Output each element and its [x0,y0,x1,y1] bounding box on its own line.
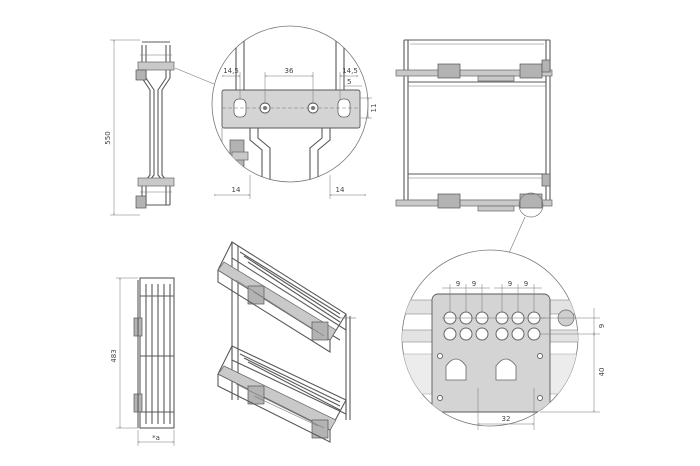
dim-slot-right: 14,5 [342,67,358,75]
dim-slot-left: 14,5 [223,67,239,75]
dim-bottom-right: 14 [336,186,345,194]
dim-slot-center: 36 [285,67,294,75]
dim-hole-2: 9 [472,280,476,288]
dim-hole-4: 9 [524,280,528,288]
dim-height-side: 483 [110,349,118,362]
dim-height-front: 550 [104,131,112,144]
isometric-view [217,241,356,443]
side-view: 483 *a [110,277,175,446]
dim-offset-5: 5 [347,78,351,86]
front-view: 550 [104,40,175,215]
dim-vert-40: 40 [598,368,606,377]
plate-detail-view: 9 9 9 9 9 40 32 [401,249,606,430]
top-detail-view: 14,5 36 14,5 5 11 14 14 [211,25,378,199]
dim-vert-9: 9 [598,324,606,328]
top-plan-view [395,39,553,218]
dim-width-a: *a [152,434,160,442]
dim-height-11: 11 [370,104,378,113]
dim-width-32: 32 [502,415,511,423]
dim-hole-3: 9 [508,280,512,288]
dim-hole-1: 9 [456,280,460,288]
dim-bottom-left: 14 [232,186,241,194]
